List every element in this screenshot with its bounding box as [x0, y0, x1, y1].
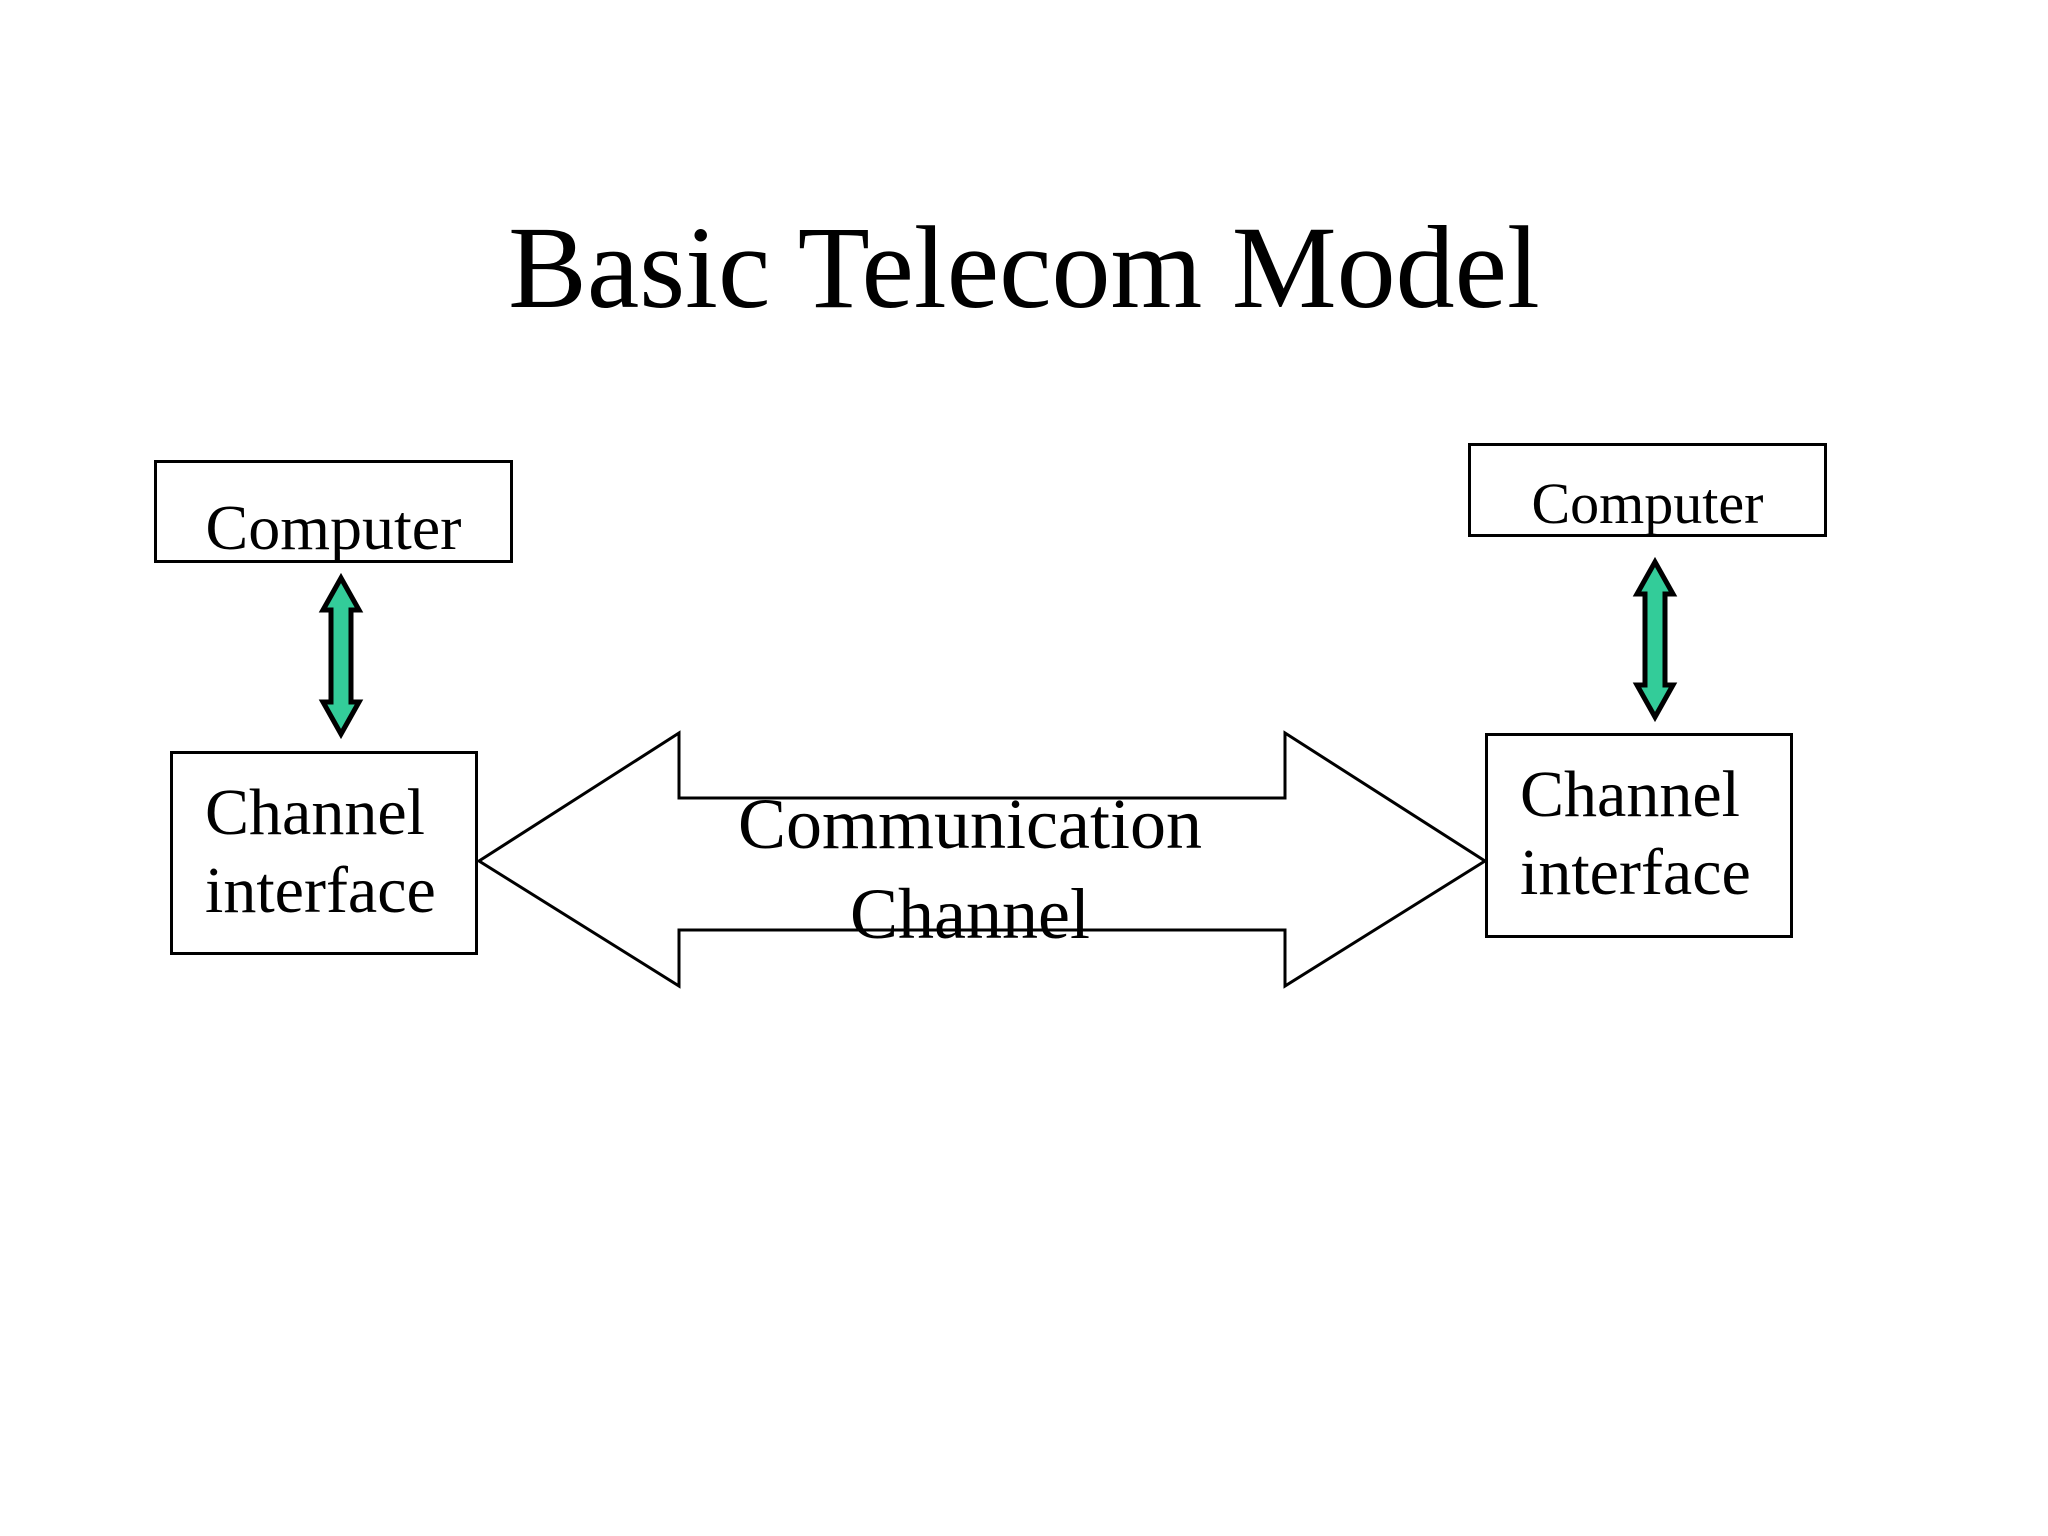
- slide-title: Basic Telecom Model: [508, 202, 1540, 333]
- up-down-double-arrow-icon: [1632, 556, 1678, 723]
- channel-interface-label-left-line1: Channel: [205, 776, 425, 849]
- up-down-double-arrow-icon: [318, 572, 364, 740]
- communication-channel-label: Communication Channel: [570, 779, 1370, 959]
- channel-interface-label-right-line1: Channel: [1520, 758, 1740, 831]
- computer-box-left: Computer: [154, 460, 513, 563]
- computer-box-right: Computer: [1468, 443, 1827, 537]
- communication-channel-label-line2: Channel: [850, 874, 1090, 954]
- channel-interface-box-left: Channel interface: [170, 751, 478, 955]
- channel-interface-label-left-line2: interface: [205, 854, 436, 927]
- computer-label-right: Computer: [1531, 471, 1764, 536]
- computer-label-left: Computer: [205, 492, 462, 563]
- channel-interface-label-right-line2: interface: [1520, 836, 1751, 909]
- channel-interface-box-right: Channel interface: [1485, 733, 1793, 938]
- communication-channel-label-line1: Communication: [738, 784, 1202, 864]
